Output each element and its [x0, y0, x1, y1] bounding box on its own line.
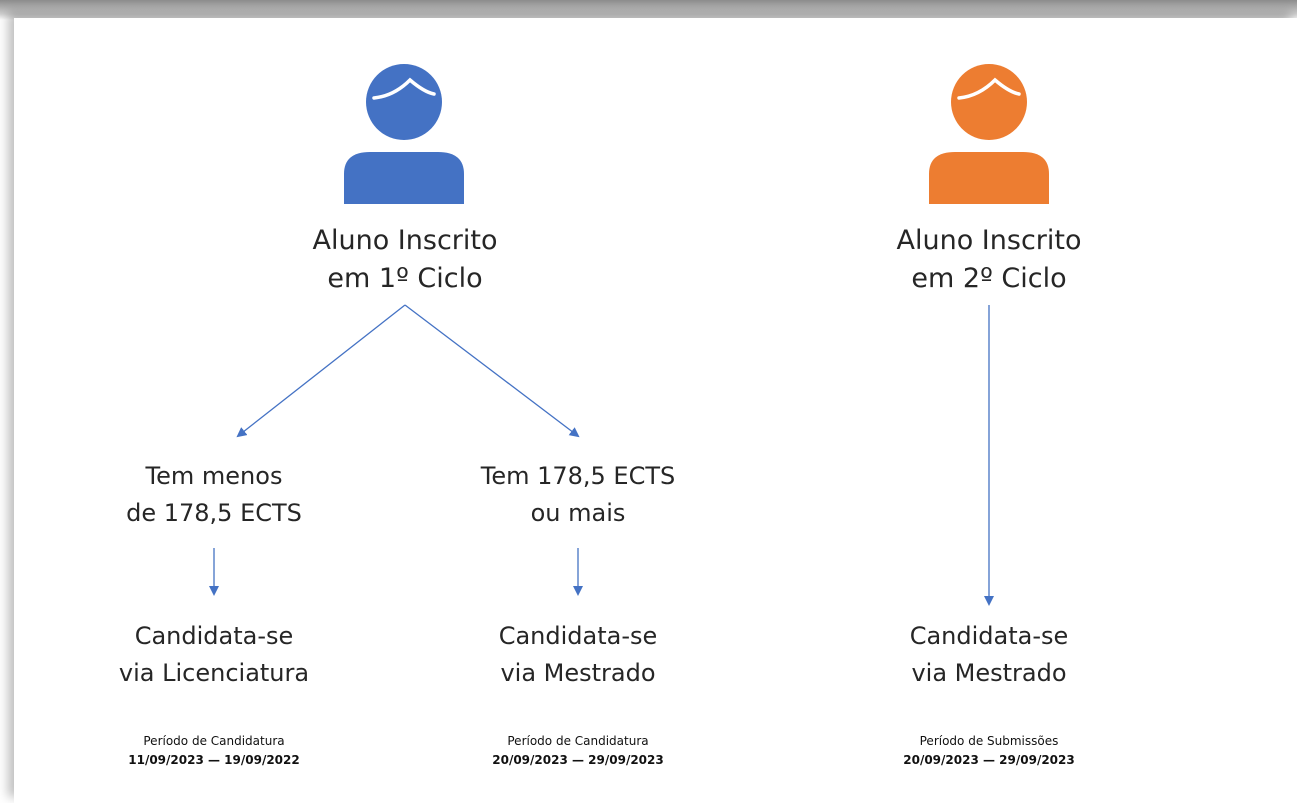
result-mestrado-left: Candidata-se via Mestrado — [458, 618, 698, 692]
left-person-title: Aluno Inscrito em 1º Ciclo — [255, 222, 555, 298]
result-mestrado-right-line2: via Mestrado — [911, 659, 1067, 687]
result-mestrado-left-line1: Candidata-se — [498, 622, 658, 650]
period-mestrado-right-dates: 20/09/2023 — 29/09/2023 — [903, 753, 1075, 767]
condition-less-line2: de 178,5 ECTS — [126, 499, 302, 527]
period-mestrado-left-dates: 20/09/2023 — 29/09/2023 — [492, 753, 664, 767]
result-licenciatura: Candidata-se via Licenciatura — [94, 618, 334, 692]
condition-less-ects: Tem menos de 178,5 ECTS — [94, 458, 334, 532]
condition-more-line1: Tem 178,5 ECTS — [480, 462, 676, 490]
left-title-line1: Aluno Inscrito — [312, 225, 498, 256]
result-mestrado-right-line1: Candidata-se — [909, 622, 1069, 650]
condition-more-line2: ou mais — [530, 499, 626, 527]
result-mestrado-left-line2: via Mestrado — [500, 659, 656, 687]
person-icon-blue — [344, 64, 464, 204]
period-mestrado-right: Período de Submissões 20/09/2023 — 29/09… — [869, 732, 1109, 770]
condition-less-line1: Tem menos — [145, 462, 283, 490]
result-licenciatura-line2: via Licenciatura — [118, 659, 310, 687]
person-icon-orange — [929, 64, 1049, 204]
right-title-line1: Aluno Inscrito — [896, 225, 1082, 256]
arrow-to-less-ects — [236, 304, 406, 438]
result-mestrado-right: Candidata-se via Mestrado — [869, 618, 1109, 692]
arrow-to-more-ects — [404, 304, 580, 438]
result-licenciatura-line1: Candidata-se — [134, 622, 294, 650]
period-licenciatura-dates: 11/09/2023 — 19/09/2022 — [128, 753, 300, 767]
condition-more-ects: Tem 178,5 ECTS ou mais — [458, 458, 698, 532]
period-mestrado-left-label: Período de Candidatura — [507, 734, 649, 748]
period-mestrado-right-label: Período de Submissões — [919, 734, 1059, 748]
right-title-line2: em 2º Ciclo — [911, 263, 1067, 294]
period-mestrado-left: Período de Candidatura 20/09/2023 — 29/0… — [458, 732, 698, 770]
period-licenciatura-label: Período de Candidatura — [143, 734, 285, 748]
left-title-line2: em 1º Ciclo — [327, 263, 483, 294]
period-licenciatura: Período de Candidatura 11/09/2023 — 19/0… — [94, 732, 334, 770]
right-person-title: Aluno Inscrito em 2º Ciclo — [839, 222, 1139, 298]
diagram-panel — [14, 18, 1297, 803]
